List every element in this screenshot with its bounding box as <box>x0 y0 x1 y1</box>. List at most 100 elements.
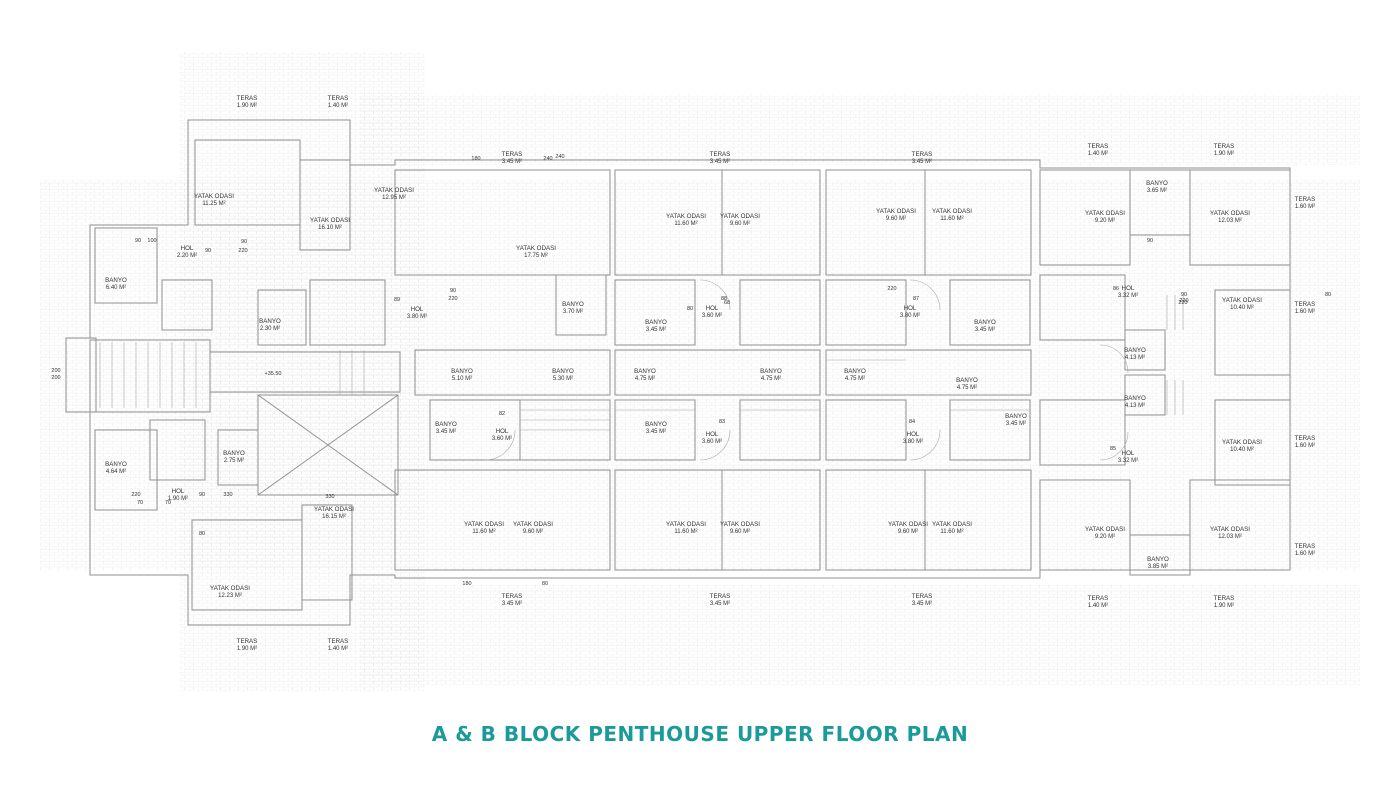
dimension-label: 83 <box>719 419 725 425</box>
room-name: BANYO <box>1124 347 1146 354</box>
room-name: TERAS <box>710 593 731 600</box>
room-area: 11.60 M² <box>674 221 697 227</box>
dimension-label: 88 <box>721 296 727 302</box>
room-name: BANYO <box>844 368 866 375</box>
room-area: 4.75 M² <box>845 376 865 382</box>
room-name: TERAS <box>1088 143 1109 150</box>
room-name: YATAK ODASI <box>1222 297 1262 304</box>
dimension-label: 180 <box>462 581 471 587</box>
room-area: 11.25 M² <box>202 201 225 207</box>
dimension-label: 90 <box>450 288 456 294</box>
room-area: 3.32 M² <box>1118 458 1138 464</box>
room-name: BANYO <box>956 377 978 384</box>
room-name: YATAK ODASI <box>932 208 972 215</box>
dimension-label: 220 <box>448 296 457 302</box>
room-name: BANYO <box>552 368 574 375</box>
room-area: 2.30 M² <box>260 326 280 332</box>
room-area: 3.45 M² <box>975 327 995 333</box>
dimension-label: 220 <box>131 492 140 498</box>
room-name: BANYO <box>562 301 584 308</box>
room-area: 4.13 M² <box>1125 403 1145 409</box>
dimension-label: 240 <box>543 156 552 162</box>
dimension-label: 180 <box>471 156 480 162</box>
room-name: BANYO <box>645 319 667 326</box>
room-name: TERAS <box>328 638 349 645</box>
room-name: TERAS <box>912 151 933 158</box>
room-name: TERAS <box>1295 543 1316 550</box>
room-name: YATAK ODASI <box>374 187 414 194</box>
dimension-label: 240 <box>555 154 564 160</box>
room-area: 3.32 M² <box>1118 293 1138 299</box>
room-name: TERAS <box>237 638 258 645</box>
room-area: 3.45 M² <box>1006 421 1026 427</box>
dimension-label: 220 <box>238 248 247 254</box>
dimension-label: 90 <box>135 238 141 244</box>
room-name: BANYO <box>105 461 127 468</box>
room-name: YATAK ODASI <box>516 245 556 252</box>
room-area: 1.60 M² <box>1295 309 1315 315</box>
room-name: TERAS <box>502 593 523 600</box>
room-area: 1.60 M² <box>1295 443 1315 449</box>
room-name: YATAK ODASI <box>666 521 706 528</box>
room-area: 9.60 M² <box>730 529 750 535</box>
room-area: 9.60 M² <box>898 529 918 535</box>
dimension-label: 84 <box>909 419 915 425</box>
room-area: 4.75 M² <box>957 385 977 391</box>
room-name: TERAS <box>328 95 349 102</box>
room-name: YATAK ODASI <box>876 208 916 215</box>
room-area: 9.60 M² <box>523 529 543 535</box>
room-area: 3.45 M² <box>646 429 666 435</box>
room-name: YATAK ODASI <box>888 521 928 528</box>
room-name: BANYO <box>435 421 457 428</box>
dimension-label: 220 <box>1178 300 1187 306</box>
room-name: BANYO <box>223 450 245 457</box>
room-name: TERAS <box>1214 143 1235 150</box>
room-name: TERAS <box>1295 196 1316 203</box>
dimension-label: 200 <box>51 368 60 374</box>
room-name: YATAK ODASI <box>720 213 760 220</box>
room-name: YATAK ODASI <box>1210 526 1250 533</box>
room-name: YATAK ODASI <box>720 521 760 528</box>
room-area: 1.90 M² <box>237 103 257 109</box>
dimension-label: 330 <box>223 492 232 498</box>
room-area: 11.60 M² <box>940 216 963 222</box>
room-name: YATAK ODASI <box>932 521 972 528</box>
room-area: 1.90 M² <box>1214 603 1234 609</box>
room-area: 4.75 M² <box>635 376 655 382</box>
room-area: 10.40 M² <box>1230 305 1254 311</box>
room-area: 1.40 M² <box>1088 151 1108 157</box>
room-area: 3.45 M² <box>912 601 932 607</box>
